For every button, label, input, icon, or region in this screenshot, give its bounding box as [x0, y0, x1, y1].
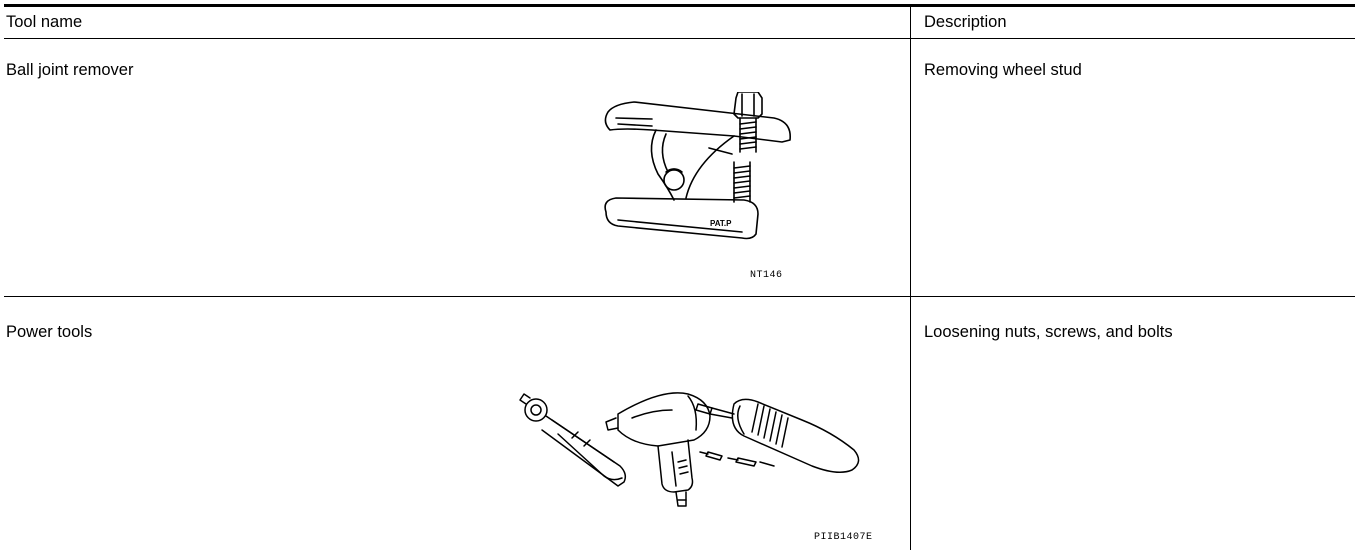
- header-rule: [4, 38, 1355, 39]
- figure-code-nt146: NT146: [750, 270, 783, 281]
- tool-name-power-tools: Power tools: [6, 323, 93, 341]
- row-divider: [4, 296, 1355, 297]
- header-tool-name: Tool name: [6, 13, 83, 31]
- column-divider: [910, 7, 911, 550]
- tool-name-ball-joint-remover: Ball joint remover: [6, 61, 134, 79]
- header-description: Description: [924, 13, 1007, 31]
- description-power-tools: Loosening nuts, screws, and bolts: [924, 323, 1173, 341]
- ball-joint-remover-illustration: PAT.P: [604, 92, 791, 240]
- figure-code-piib1407e: PIIB1407E: [814, 532, 873, 543]
- power-tools-illustration: [519, 392, 860, 507]
- table-top-rule: [4, 4, 1355, 7]
- description-ball-joint-remover: Removing wheel stud: [924, 61, 1082, 79]
- pat-p-label: PAT.P: [710, 219, 732, 228]
- special-tools-table: Tool name Description Ball joint remover…: [4, 4, 1355, 550]
